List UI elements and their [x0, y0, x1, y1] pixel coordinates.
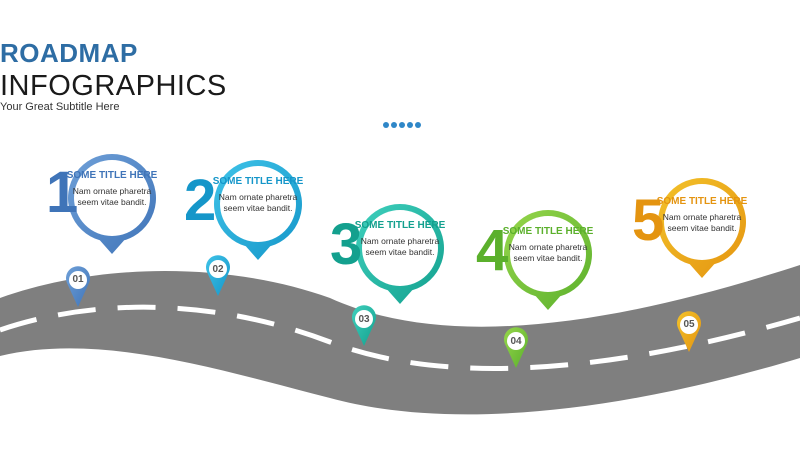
step-text-1: Nam ornate pharetra seem vitae bandit. — [72, 186, 152, 207]
dot — [407, 122, 413, 128]
dot — [391, 122, 397, 128]
map-pin-center-2 — [209, 260, 227, 278]
step-text-2: Nam ornate pharetra seem vitae bandit. — [218, 192, 298, 213]
speech-bubble-inner-3 — [362, 210, 438, 286]
step-text-3: Nam ornate pharetra seem vitae bandit. — [360, 236, 440, 257]
speech-bubble-inner-1 — [74, 160, 150, 236]
step-card-5: SOME TITLE HERE Nam ornate pharetra seem… — [652, 196, 752, 233]
speech-bubble-inner-4 — [510, 216, 586, 292]
step-title-2: SOME TITLE HERE — [212, 176, 304, 187]
title-infographics: INFOGRAPHICS — [0, 70, 227, 102]
road — [0, 265, 800, 415]
step-number-1: 1 — [46, 160, 79, 225]
step-card-3: SOME TITLE HERE Nam ornate pharetra seem… — [350, 220, 450, 257]
step-title-3: SOME TITLE HERE — [354, 220, 446, 231]
map-pin-label-05: 05 — [683, 319, 695, 330]
map-pin-center-5 — [680, 316, 698, 334]
map-pin-center-1 — [69, 271, 87, 289]
map-pin-center-4 — [507, 332, 525, 350]
step-text-4: Nam ornate pharetra seem vitae bandit. — [508, 242, 588, 263]
map-pin-label-01: 01 — [72, 274, 84, 285]
dot — [415, 122, 421, 128]
map-pin-center-3 — [355, 310, 373, 328]
speech-bubble-inner-2 — [220, 166, 296, 242]
step-card-1: SOME TITLE HERE Nam ornate pharetra seem… — [62, 170, 162, 207]
step-card-4: SOME TITLE HERE Nam ornate pharetra seem… — [498, 226, 598, 263]
step-number-4: 4 — [476, 218, 509, 283]
map-pin-label-04: 04 — [510, 336, 522, 347]
dot — [383, 122, 389, 128]
step-card-2: SOME TITLE HERE Nam ornate pharetra seem… — [208, 176, 308, 213]
map-pin-label-03: 03 — [358, 314, 370, 325]
step-number-2: 2 — [184, 168, 217, 233]
step-title-4: SOME TITLE HERE — [502, 226, 594, 237]
step-title-5: SOME TITLE HERE — [656, 196, 748, 207]
step-number-3: 3 — [330, 212, 363, 277]
title-roadmap: ROADMAP — [0, 38, 138, 68]
map-pin-label-02: 02 — [212, 264, 224, 275]
decorative-dots — [383, 122, 421, 128]
speech-bubble-inner-5 — [664, 184, 740, 260]
step-title-1: SOME TITLE HERE — [66, 170, 158, 181]
step-text-5: Nam ornate pharetra seem vitae bandit. — [662, 212, 742, 233]
step-number-5: 5 — [632, 188, 665, 253]
dot — [399, 122, 405, 128]
subtitle: Your Great Subtitle Here — [0, 101, 120, 113]
